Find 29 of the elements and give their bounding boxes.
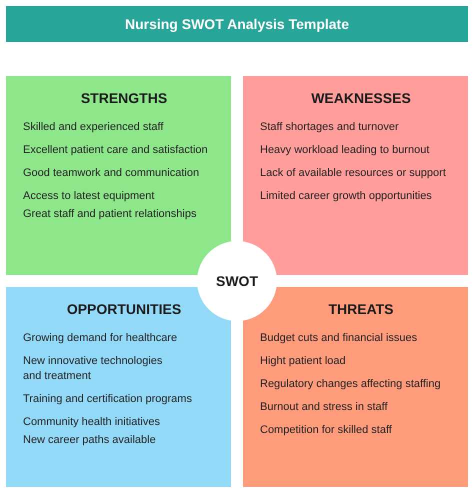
list-item: Training and certification programs: [23, 392, 192, 407]
list-item: Access to latest equipment: [23, 189, 154, 204]
quadrant-panel: [6, 287, 231, 487]
list-item: New career paths available: [23, 433, 156, 448]
list-item: Regulatory changes affecting staffing: [260, 377, 441, 392]
list-item: Heavy workload leading to burnout: [260, 143, 430, 158]
panel-heading: WEAKNESSES: [311, 89, 411, 107]
list-item: Hight patient load: [260, 354, 346, 369]
quadrant-panel: [6, 76, 231, 275]
list-item: Competition for skilled staff: [260, 423, 392, 438]
list-item: Excellent patient care and satisfaction: [23, 143, 208, 158]
list-item: Lack of available resources or support: [260, 166, 446, 181]
list-item: Skilled and experienced staff: [23, 120, 164, 135]
list-item: Staff shortages and turnover: [260, 120, 399, 135]
list-item: New innovative technologies and treatment: [23, 354, 164, 384]
list-item: Great staff and patient relationships: [23, 207, 196, 222]
list-item: Community health initiatives: [23, 415, 160, 430]
list-item: Budget cuts and financial issues: [260, 331, 418, 346]
panel-heading: THREATS: [328, 300, 394, 318]
panel-heading: OPPORTUNITIES: [66, 300, 182, 318]
list-item: Growing demand for healthcare: [23, 331, 178, 346]
panel-heading: STRENGTHS: [80, 89, 168, 107]
list-item: Limited career growth opportunities: [260, 189, 432, 204]
quadrant-panel: [243, 287, 468, 487]
list-item: Good teamwork and communication: [23, 166, 200, 181]
list-item: Burnout and stress in staff: [260, 400, 388, 415]
quadrant-panel: [243, 76, 468, 275]
title-text: Nursing SWOT Analysis Template: [124, 16, 350, 32]
circle-label: SWOT: [216, 273, 258, 289]
